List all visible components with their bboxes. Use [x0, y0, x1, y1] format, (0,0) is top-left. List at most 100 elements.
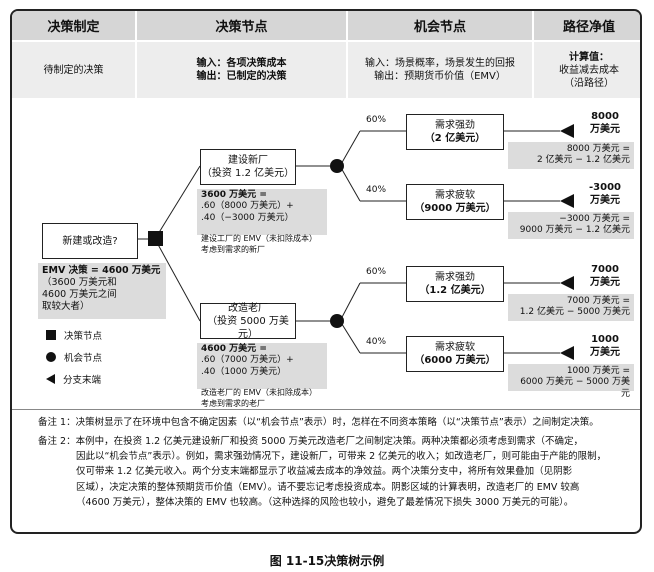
square-icon: [46, 330, 56, 340]
build-new-emv-line3: .40（−3000 万美元）: [201, 212, 294, 223]
weak-old-line1: 需求疲软: [435, 342, 475, 353]
build-new-emv-line4: 建设工厂的 EMV（未扣除成本）: [201, 234, 317, 243]
note-2-line2: 因此以“机会节点”表示）。例如，需求强劲情况下，建设新厂，可带来 2 亿美元的收…: [76, 451, 607, 463]
legend-decision-node: 决策节点: [46, 328, 102, 342]
build-new-emv-line5: 考虑到需求的新厂: [201, 245, 265, 255]
outcome-weak-old: 需求疲软 （6000 万美元）: [406, 336, 504, 372]
build-new-emv-line1: 3600 万美元 =: [201, 190, 267, 200]
decision-node-square: [148, 231, 163, 246]
notes-divider: [12, 409, 640, 410]
legend-chance-node: 机会节点: [46, 350, 102, 364]
path-value-formula: 收益减去成本: [559, 64, 619, 76]
payoff-3-value: 7000: [591, 264, 619, 275]
root-emv-line4: 取较大者）: [42, 300, 90, 312]
upgrade-line2: （投资 5000 万美元）: [207, 315, 289, 340]
note-2-line4: 区域），决定决策的整体预期货币价值（EMV）。请不要忘记考虑投资成本。阴影区域的…: [76, 481, 580, 493]
weak-old-line2: （6000 万美元）: [414, 355, 496, 366]
payoff-2-calc1: −3000 万美元 =: [559, 214, 630, 224]
weak-new-line1: 需求疲软: [435, 190, 475, 201]
payoff-4-value: 1000: [591, 334, 619, 345]
upgrade-emv: 4600 万美元 = .60（7000 万美元）+ .40（1000 万美元）: [197, 343, 327, 389]
payoff-1-unit: 万美元: [590, 123, 620, 135]
prob-weak-new: 40%: [366, 185, 387, 195]
strong-old-line1: 需求强劲: [435, 272, 475, 283]
payoff-3-calc2: 1.2 亿美元 − 5000 万美元: [519, 307, 630, 318]
payoff-3-calc: 7000 万美元 = 1.2 亿美元 − 5000 万美元: [508, 294, 634, 321]
upgrade-line1: 改造老厂: [228, 302, 268, 314]
note-2-line5: （4600 万美元），整体决策的 EMV 也较高。（这种选择的风险也较小，避免了…: [76, 496, 574, 508]
legend-chance-label: 机会节点: [64, 353, 103, 364]
upgrade-emv-line4: 改造老厂的 EMV（未扣除成本）: [201, 388, 317, 397]
subheader-decision-node: 输入：各项决策成本 输出：已制定的决策: [137, 42, 346, 98]
prob-weak-old: 40%: [366, 337, 387, 347]
payoff-1-value: 8000: [591, 111, 619, 122]
build-new-line1: 建设新厂: [228, 155, 268, 166]
note-2-label: 备注 2：: [38, 436, 76, 447]
upgrade-box: 改造老厂 （投资 5000 万美元）: [200, 302, 296, 340]
strong-new-line2: （2 亿美元）: [424, 133, 486, 144]
outcome-weak-new: 需求疲软 （9000 万美元）: [406, 184, 504, 220]
branch-end-2: [560, 194, 574, 208]
upgrade-emv-line2: .60（7000 万美元）+: [201, 355, 294, 366]
note-2-line1: 本例中，在投资 1.2 亿美元建设新厂和投资 5000 万美元改造老厂之间制定决…: [75, 436, 583, 447]
branch-end-1: [560, 124, 574, 138]
branch-end-4: [560, 346, 574, 360]
note-1-text: 决策树显示了在环境中包含不确定因素（以“机会节点”表示）时，怎样在不同资本策略（…: [75, 417, 599, 428]
subheader-decision: 待制定的决策: [12, 42, 135, 98]
payoff-1: 8000 万美元: [577, 111, 633, 136]
legend-branch-end: 分支末端: [46, 372, 101, 386]
decision-node-output: 输出：已制定的决策: [196, 71, 287, 82]
prob-strong-new: 60%: [366, 115, 387, 125]
build-new-emv-note: 建设工厂的 EMV（未扣除成本） 考虑到需求的新厂: [201, 233, 317, 255]
prob-strong-old: 60%: [366, 267, 387, 277]
legend-branch-label: 分支末端: [63, 375, 102, 386]
payoff-4-calc: 1000 万美元 = 6000 万美元 − 5000 万美元: [508, 364, 634, 399]
payoff-2-value: -3000: [589, 182, 621, 193]
note-2-line3: 仅可带来 1.2 亿美元收入。两个分支末端都显示了收益减去成本的净效益。两个决策…: [76, 466, 573, 478]
build-new-box: 建设新厂 （投资 1.2 亿美元）: [200, 149, 296, 185]
outcome-strong-old: 需求强劲 （1.2 亿美元）: [406, 266, 504, 302]
circle-icon: [46, 352, 56, 362]
legend-decision-label: 决策节点: [64, 331, 103, 342]
header-decision-node: 决策节点: [137, 11, 346, 40]
payoff-3-calc1: 7000 万美元 =: [566, 296, 630, 306]
triangle-icon: [46, 374, 55, 384]
header-decision: 决策制定: [12, 11, 135, 40]
payoff-3: 7000 万美元: [577, 264, 633, 289]
chance-node-new: [330, 159, 344, 173]
branch-end-3: [560, 276, 574, 290]
payoff-1-calc: 8000 万美元 = 2 亿美元 − 1.2 亿美元: [508, 142, 634, 169]
root-emv-shade: EMV 决策 = 4600 万美元 （3600 万美元和 4600 万美元之间 …: [38, 263, 166, 319]
payoff-2: -3000 万美元: [577, 182, 633, 207]
weak-new-line2: （9000 万美元）: [414, 203, 496, 214]
payoff-3-unit: 万美元: [590, 276, 620, 288]
payoff-4-calc1: 1000 万美元 =: [566, 366, 630, 376]
upgrade-emv-line3: .40（1000 万美元）: [201, 366, 287, 377]
subheader-path-value: 计算值： 收益减去成本 （沿路径）: [534, 42, 640, 98]
payoff-1-calc2: 2 亿美元 − 1.2 亿美元: [536, 155, 630, 166]
subheader-chance-node: 输入：场景概率，场景发生的回报 输出：预期货币价值（EMV）: [348, 42, 532, 98]
root-emv-line3: 4600 万美元之间: [42, 288, 117, 300]
payoff-2-calc2: 9000 万美元 − 1.2 亿美元: [519, 225, 630, 236]
tree-connectors: [137, 124, 574, 360]
payoff-1-calc1: 8000 万美元 =: [566, 144, 630, 154]
note-1-label: 备注 1：: [38, 417, 76, 428]
upgrade-emv-line1: 4600 万美元 =: [201, 344, 267, 354]
note-1: 备注 1：决策树显示了在环境中包含不确定因素（以“机会节点”表示）时，怎样在不同…: [38, 415, 638, 430]
path-value-path: （沿路径）: [564, 77, 614, 89]
root-question-box: 新建或改造?: [42, 223, 138, 259]
figure-caption: 图 11-15决策树示例: [269, 554, 385, 568]
payoff-2-calc: −3000 万美元 = 9000 万美元 − 1.2 亿美元: [508, 212, 634, 239]
note-2: 备注 2：本例中，在投资 1.2 亿美元建设新厂和投资 5000 万美元改造老厂…: [38, 434, 638, 510]
chance-node-input: 输入：场景概率，场景发生的回报: [365, 58, 515, 69]
build-new-emv-line2: .60（8000 万美元）+: [201, 201, 294, 212]
build-new-line2: （投资 1.2 亿美元）: [201, 168, 295, 179]
build-new-emv: 3600 万美元 = .60（8000 万美元）+ .40（−3000 万美元）: [197, 189, 327, 235]
payoff-4: 1000 万美元: [577, 334, 633, 359]
header-chance-node: 机会节点: [348, 11, 532, 40]
upgrade-emv-note: 改造老厂的 EMV（未扣除成本） 考虑到需求的老厂: [201, 387, 317, 409]
path-value-calc: 计算值：: [569, 51, 609, 63]
upgrade-emv-line5: 考虑到需求的老厂: [201, 399, 265, 409]
chance-node-output: 输出：预期货币价值（EMV）: [374, 71, 506, 82]
payoff-4-unit: 万美元: [590, 346, 620, 358]
